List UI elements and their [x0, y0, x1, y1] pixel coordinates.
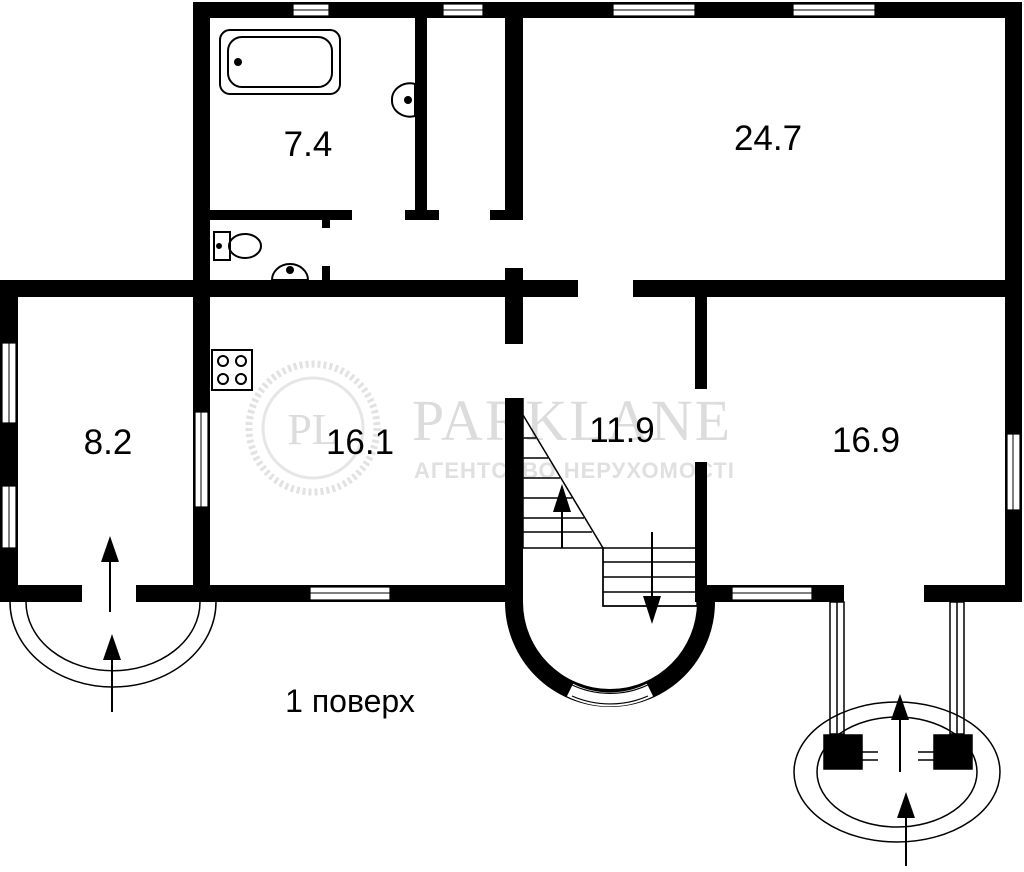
wall-stair-left	[505, 398, 523, 588]
wall-hall-right-upper	[695, 297, 707, 389]
watermark-ring	[245, 360, 381, 496]
watermark-inner-ring	[261, 376, 365, 480]
watermark-title: PARKLANE	[412, 388, 732, 453]
wall-left	[0, 280, 18, 602]
wall-wc-door-jamb-2	[322, 266, 330, 282]
wall-wc-door-jamb	[322, 210, 330, 228]
room-area-right-room: 16.9	[832, 421, 900, 460]
arrow-down-icon	[643, 596, 661, 624]
partition-foot-2	[490, 210, 523, 220]
right-porch	[793, 601, 1001, 843]
arrow-up-icon	[553, 484, 571, 512]
wall-right	[1005, 2, 1022, 602]
arrows	[101, 484, 915, 866]
wall-bath-wc	[210, 210, 352, 220]
wall-bath-bigroom	[505, 18, 523, 220]
arrow-up-icon	[103, 634, 121, 660]
partition-bath	[415, 18, 427, 220]
wall-middle-right	[633, 280, 1022, 297]
wall-middle-left	[0, 280, 578, 297]
room-area-big-room: 24.7	[734, 119, 802, 158]
arrow-up-icon	[891, 694, 909, 720]
room-area-hall: 11.9	[589, 411, 655, 450]
room-area-kitchen: 16.1	[326, 423, 394, 462]
stove-icon	[211, 349, 253, 391]
staircase	[522, 398, 698, 607]
wc-sink-icon	[270, 263, 310, 281]
wall-hall-right-lower	[695, 462, 707, 602]
partition-bath-foot	[405, 210, 439, 220]
floor-label: 1 поверх	[285, 683, 415, 719]
window-panes	[8, 9, 1014, 594]
watermark-subtitle: АГЕНТСТВО НЕРУХОМОСТІ	[414, 458, 735, 483]
arrow-up-icon	[897, 792, 915, 818]
room-area-bathroom: 7.4	[284, 125, 333, 164]
arrow-up-icon	[101, 536, 119, 562]
wall-bottom-left-1	[0, 585, 82, 602]
sink-icon	[390, 82, 416, 118]
walls	[0, 2, 1022, 602]
watermark-logo: PL	[287, 405, 338, 454]
wall-upper-left	[193, 2, 210, 296]
bathtub-icon	[219, 29, 341, 95]
wall-hall-pier	[505, 268, 523, 344]
stair-bay	[505, 585, 715, 707]
room-area-left-room: 8.2	[84, 423, 133, 462]
toilet-icon	[213, 231, 262, 261]
wall-bottom-right-2	[924, 585, 1022, 602]
watermark: PL PARKLANE АГЕНТСТВО НЕРУХОМОСТІ	[245, 360, 735, 496]
